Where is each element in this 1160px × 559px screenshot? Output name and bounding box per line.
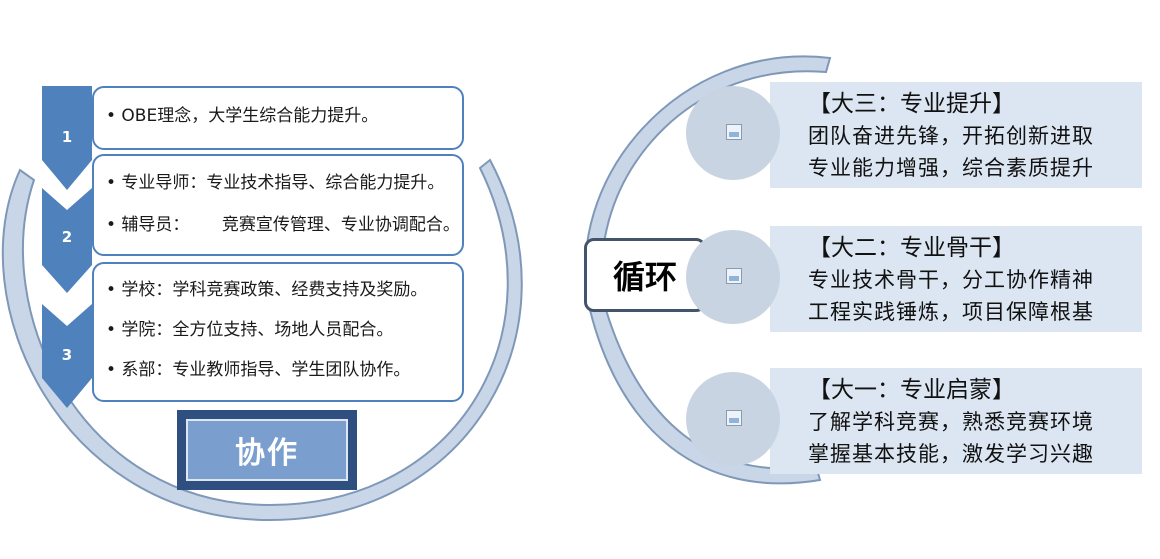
stage-junior: 【大三：专业提升】 团队奋进先锋，开拓创新进取 专业能力增强，综合素质提升 — [770, 82, 1142, 188]
stage-junior-line-1: 团队奋进先锋，开拓创新进取 — [808, 124, 1094, 148]
step-3-line-1: • 学校：学科竞赛政策、经费支持及奖励。 — [106, 280, 428, 300]
cycle-label-text: 循环 — [612, 258, 677, 296]
stage-freshman-title: 【大一：专业启蒙】 — [808, 377, 1015, 403]
collaboration-label-text: 协作 — [235, 436, 299, 471]
step-1-line-1: • OBE理念，大学生综合能力提升。 — [106, 106, 379, 126]
chevron-1 — [42, 86, 92, 190]
left-arc — [1, 158, 523, 522]
step-2-line-2: • 辅导员： 竞赛宣传管理、专业协调配合。 — [106, 215, 460, 235]
step-chevrons — [42, 86, 92, 408]
step-3-line-3: • 系部：专业教师指导、学生团队协作。 — [106, 360, 411, 380]
chevron-3 — [42, 304, 92, 408]
stage-junior-line-2: 专业能力增强，综合素质提升 — [808, 156, 1094, 180]
stage-freshman-line-1: 了解学科竞赛，熟悉竞赛环境 — [808, 410, 1094, 434]
stage-junior-title: 【大三：专业提升】 — [808, 91, 1015, 117]
collaboration-label-inner: 协作 — [186, 419, 348, 481]
stage-sophomore-circle — [686, 230, 780, 324]
cycle-label: 循环 — [584, 238, 706, 312]
image-placeholder-icon — [726, 410, 742, 426]
image-placeholder-icon — [726, 124, 742, 140]
step-2-line-1: • 专业导师：专业技术指导、综合能力提升。 — [106, 173, 445, 193]
stage-freshman-line-2: 掌握基本技能，激发学习兴趣 — [808, 442, 1094, 466]
chevron-2 — [42, 188, 92, 293]
stage-sophomore-title: 【大二：专业骨干】 — [808, 235, 1015, 261]
step-number-2: 2 — [61, 228, 73, 246]
right-arc — [584, 55, 832, 485]
step-number-1: 1 — [61, 128, 73, 146]
step-box-3: • 学校：学科竞赛政策、经费支持及奖励。 • 学院：全方位支持、场地人员配合。 … — [92, 262, 464, 402]
step-box-2: • 专业导师：专业技术指导、综合能力提升。 • 辅导员： 竞赛宣传管理、专业协调… — [92, 154, 464, 256]
collaboration-label: 协作 — [177, 410, 357, 490]
step-box-1: • OBE理念，大学生综合能力提升。 — [92, 86, 464, 150]
stage-freshman: 【大一：专业启蒙】 了解学科竞赛，熟悉竞赛环境 掌握基本技能，激发学习兴趣 — [770, 368, 1142, 474]
stage-junior-circle — [686, 86, 780, 180]
stage-sophomore-line-2: 工程实践锤炼，项目保障根基 — [808, 300, 1094, 324]
step-number-3: 3 — [61, 346, 73, 364]
image-placeholder-icon — [726, 268, 742, 284]
stage-sophomore: 【大二：专业骨干】 专业技术骨干，分工协作精神 工程实践锤炼，项目保障根基 — [770, 226, 1142, 332]
step-3-line-2: • 学院：全方位支持、场地人员配合。 — [106, 320, 394, 340]
stage-freshman-circle — [686, 372, 780, 466]
stage-sophomore-line-1: 专业技术骨干，分工协作精神 — [808, 268, 1094, 292]
